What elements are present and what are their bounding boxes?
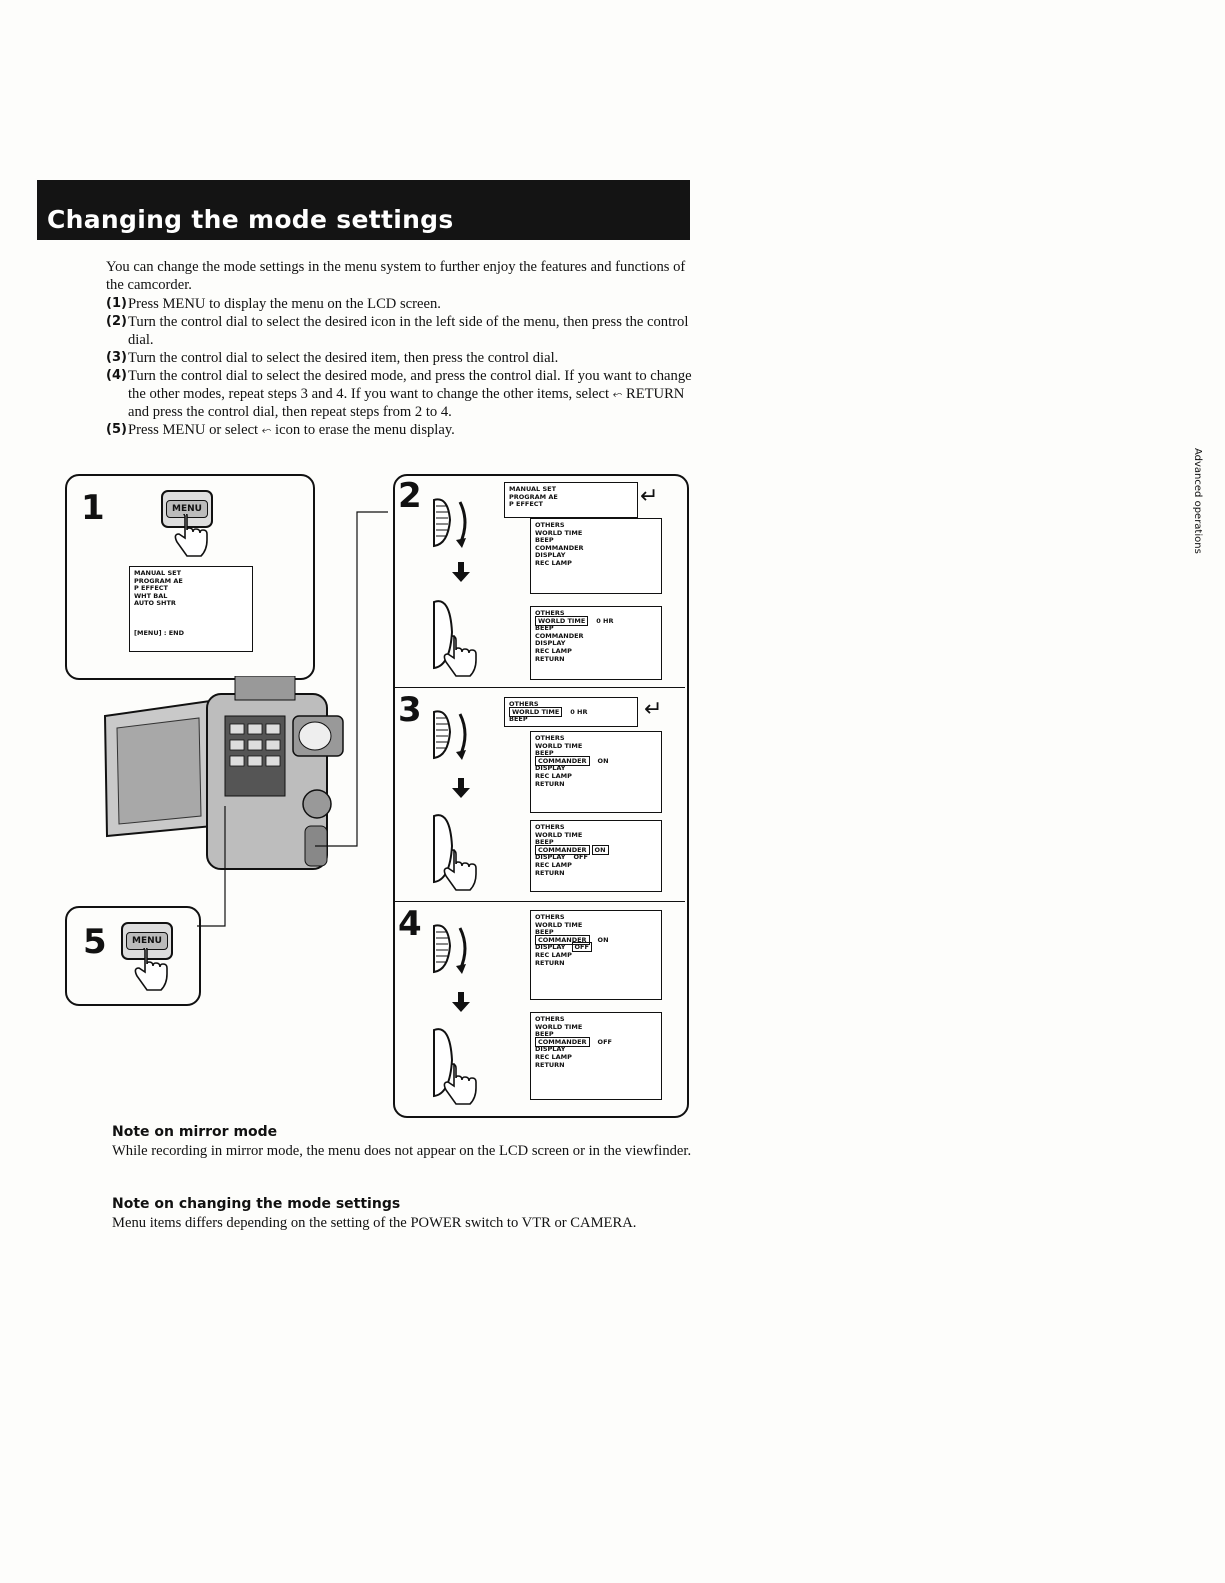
- intro-paragraph: You can change the mode settings in the …: [106, 259, 686, 293]
- connector-lines: [197, 511, 388, 927]
- return-arrow-icon: ↵: [644, 697, 663, 722]
- section-title-bar: Changing the mode settings: [37, 180, 690, 240]
- section-divider: [395, 687, 685, 688]
- return-arrow-icon: ↵: [640, 484, 659, 509]
- note-text: Menu items differs depending on the sett…: [112, 1215, 637, 1231]
- control-dial-icon: [433, 710, 467, 760]
- camcorder-illustration: [103, 676, 344, 870]
- step-item: (4) Turn the control dial to select the …: [106, 368, 692, 420]
- step-number: 2: [398, 476, 422, 516]
- dial-press-icon: [433, 600, 477, 677]
- finger-press-icon: [134, 948, 168, 991]
- dial-press-icon: [433, 1028, 477, 1105]
- step-item: (5) Press MENU or select ⬿ icon to erase…: [106, 422, 455, 438]
- step-number: 3: [398, 690, 422, 730]
- step-number: 5: [83, 922, 107, 962]
- control-dial-icon: [433, 498, 467, 548]
- menu-screen-others: OTHERS WORLD TIME BEEP COMMANDER DISPLAY…: [530, 518, 662, 594]
- step-item: (2) Turn the control dial to select the …: [106, 314, 689, 348]
- step-item: (1) Press MENU to display the menu on th…: [106, 296, 441, 312]
- side-tab-label: Advanced operations: [1192, 448, 1203, 554]
- return-icon: ⬿: [261, 423, 272, 437]
- step-number: 1: [81, 488, 105, 528]
- step5-panel: 5 MENU: [65, 906, 201, 1006]
- menu-screen-manual-set: MANUAL SET PROGRAM AE P EFFECT WHT BAL A…: [129, 566, 253, 652]
- note-heading: Note on changing the mode settings: [112, 1196, 401, 1212]
- page-title: Changing the mode settings: [47, 205, 454, 234]
- control-dial-icon: [433, 924, 467, 974]
- step1-panel: 1 MENU MANUAL SET PROGRAM AE P EFFECT WH…: [65, 474, 315, 680]
- note-heading: Note on mirror mode: [112, 1124, 278, 1140]
- note-text: While recording in mirror mode, the menu…: [112, 1143, 692, 1159]
- menu-screen-manual-set: MANUAL SET PROGRAM AE P EFFECT: [504, 482, 638, 518]
- steps-list: (1) Press MENU to display the menu on th…: [106, 295, 696, 439]
- section-divider: [395, 901, 685, 902]
- step-number: 4: [398, 904, 422, 944]
- finger-press-icon: [174, 514, 208, 557]
- dial-press-icon: [433, 814, 477, 891]
- down-arrow-icon: [452, 562, 470, 582]
- step-item: (3) Turn the control dial to select the …: [106, 350, 559, 366]
- down-arrow-icon: [452, 778, 470, 798]
- return-icon: ⬿: [612, 387, 623, 401]
- down-arrow-icon: [452, 992, 470, 1012]
